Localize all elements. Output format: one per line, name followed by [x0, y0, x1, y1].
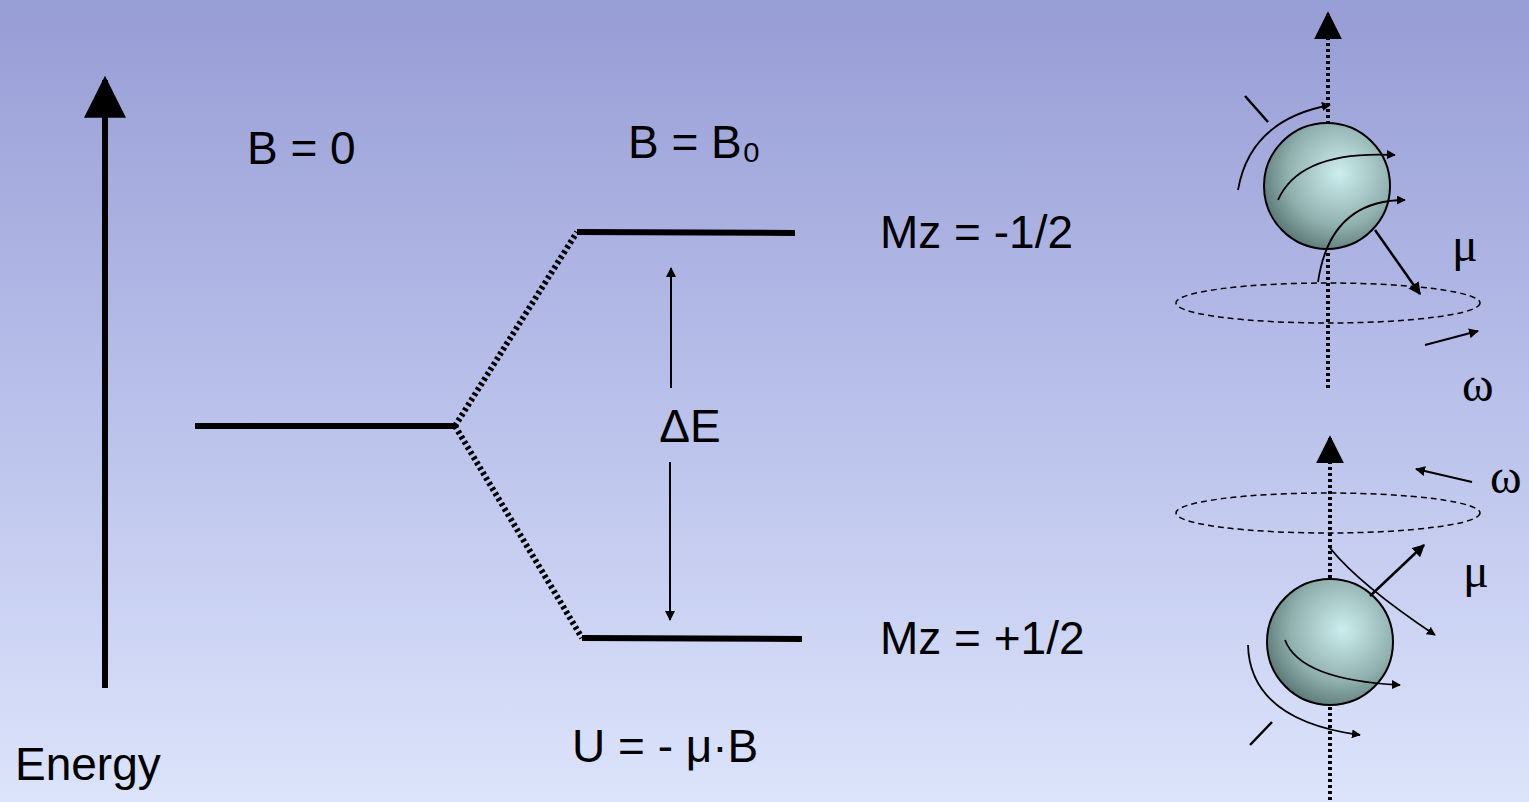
spin-up-figure	[1176, 438, 1480, 800]
splitting-line	[455, 232, 577, 426]
energy-formula: U = - μ·B	[572, 722, 758, 770]
axis-title: Energy	[15, 740, 161, 788]
energy-axis	[102, 80, 108, 688]
frequency-symbol: ω	[1490, 452, 1522, 502]
upper-level	[577, 232, 795, 233]
state-label: Mz = -1/2	[880, 208, 1073, 256]
zero-field-level	[195, 423, 455, 429]
gap-label: ΔE	[659, 402, 720, 450]
moment-symbol: μ	[1463, 546, 1489, 596]
state-label: Mz = +1/2	[880, 614, 1085, 662]
splitting-line	[455, 426, 582, 638]
field-label: B = 0	[247, 124, 356, 172]
field-label: B = B₀	[628, 118, 761, 166]
lower-level	[582, 638, 802, 639]
frequency-symbol: ω	[1462, 360, 1494, 410]
spin-down-figure	[1176, 14, 1480, 388]
moment-symbol: μ	[1452, 220, 1478, 270]
gap-arrow	[669, 462, 671, 620]
gap-arrow	[670, 268, 672, 388]
